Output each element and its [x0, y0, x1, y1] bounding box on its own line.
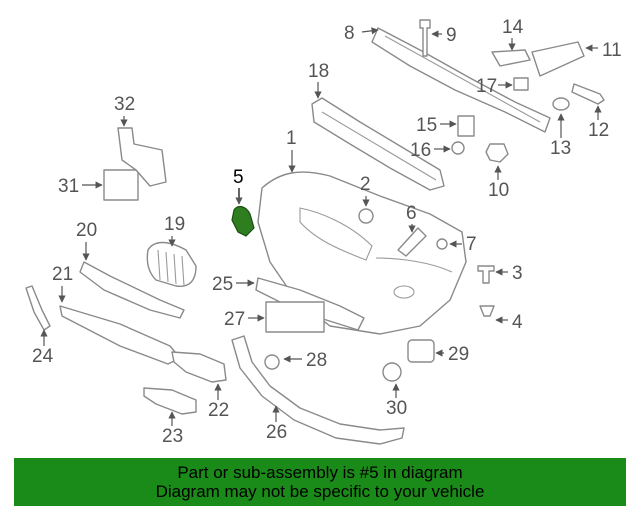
svg-text:2: 2	[360, 174, 371, 195]
part-15-drawing	[457, 115, 475, 137]
callout-7: 7	[449, 234, 477, 255]
callout-4: 4	[495, 312, 523, 333]
callout-17: 17	[476, 76, 513, 97]
part-28-drawing	[264, 354, 280, 370]
svg-text:28: 28	[306, 350, 327, 371]
part-20-drawing	[79, 261, 185, 319]
part-32-drawing	[117, 127, 167, 187]
callout-14: 14	[502, 17, 524, 51]
callout-28: 28	[283, 350, 327, 371]
callout-12: 12	[588, 105, 609, 141]
part-7-drawing	[436, 238, 448, 250]
callout-9: 9	[431, 25, 457, 46]
svg-text:15: 15	[416, 115, 437, 136]
callout-26: 26	[266, 405, 287, 443]
svg-text:5: 5	[233, 167, 244, 188]
callout-5: 5	[233, 167, 244, 205]
svg-text:8: 8	[344, 23, 355, 44]
callout-18: 18	[308, 61, 329, 99]
svg-text:13: 13	[550, 138, 571, 159]
callout-23: 23	[162, 411, 183, 447]
part-4-drawing	[479, 305, 495, 317]
svg-text:31: 31	[58, 176, 79, 197]
svg-text:22: 22	[208, 400, 229, 421]
callout-10: 10	[488, 165, 509, 201]
part-10-drawing	[485, 143, 509, 163]
callout-24: 24	[32, 329, 54, 367]
part-12-drawing	[571, 83, 605, 105]
part-6-drawing	[397, 227, 427, 257]
callout-19: 19	[164, 214, 185, 247]
callout-2: 2	[360, 174, 371, 207]
callout-15: 15	[416, 115, 457, 136]
part-2-drawing	[358, 208, 374, 224]
svg-text:26: 26	[266, 422, 287, 443]
callout-1: 1	[286, 128, 297, 173]
svg-text:1: 1	[286, 128, 297, 149]
callout-11: 11	[585, 40, 622, 61]
part-5-drawing	[231, 205, 255, 237]
svg-text:12: 12	[588, 120, 609, 141]
part-27-drawing	[265, 301, 325, 333]
svg-text:14: 14	[502, 17, 524, 38]
part-24-drawing	[25, 285, 51, 331]
svg-text:32: 32	[114, 94, 135, 115]
svg-text:3: 3	[512, 263, 523, 284]
callout-32: 32	[114, 94, 135, 127]
banner-line-1: Part or sub-assembly is #5 in diagram	[177, 463, 463, 482]
part-17-drawing	[513, 77, 529, 91]
callout-8: 8	[344, 23, 379, 44]
callout-6: 6	[406, 203, 417, 233]
part-18-drawing	[311, 97, 445, 191]
part-22-drawing	[171, 351, 227, 383]
svg-text:9: 9	[446, 25, 457, 46]
svg-text:10: 10	[488, 180, 509, 201]
part-14-drawing	[491, 49, 531, 67]
part-29-drawing	[407, 339, 435, 363]
svg-text:30: 30	[386, 398, 407, 419]
part-13-drawing	[552, 97, 570, 111]
callout-3: 3	[495, 263, 523, 284]
svg-text:16: 16	[410, 140, 431, 161]
callout-21: 21	[52, 264, 73, 303]
part-31-drawing	[103, 169, 139, 201]
part-30-drawing	[382, 362, 402, 382]
banner-line-2: Diagram may not be specific to your vehi…	[155, 482, 485, 501]
svg-text:6: 6	[406, 203, 417, 224]
part-16-drawing	[451, 141, 465, 155]
svg-text:4: 4	[512, 312, 523, 333]
svg-text:21: 21	[52, 264, 73, 285]
info-banner: Part or sub-assembly is #5 in diagram Di…	[14, 458, 626, 506]
part-9-drawing	[419, 19, 431, 57]
svg-text:29: 29	[448, 344, 469, 365]
svg-text:18: 18	[308, 61, 329, 82]
svg-text:7: 7	[466, 234, 477, 255]
callout-31: 31	[58, 176, 103, 197]
part-23-drawing	[143, 387, 197, 415]
parts-diagram: 1 2 3 4 5 6 7 8 9 10 11 12 13 14 15 16 1…	[25, 17, 622, 447]
svg-text:25: 25	[212, 274, 233, 295]
svg-text:11: 11	[602, 40, 622, 61]
svg-text:20: 20	[76, 220, 97, 241]
callout-20: 20	[76, 220, 97, 261]
callout-30: 30	[386, 383, 407, 419]
svg-text:23: 23	[162, 426, 183, 447]
svg-text:24: 24	[32, 346, 54, 367]
part-26-drawing	[231, 335, 405, 445]
callout-27: 27	[224, 309, 265, 330]
svg-text:17: 17	[476, 76, 497, 97]
callout-25: 25	[212, 274, 255, 295]
svg-text:27: 27	[224, 309, 245, 330]
part-21-drawing	[59, 305, 181, 365]
callout-22: 22	[208, 383, 229, 421]
part-11-drawing	[531, 41, 585, 77]
callout-13: 13	[550, 113, 571, 159]
part-19-drawing	[146, 241, 197, 287]
callout-29: 29	[435, 344, 469, 365]
svg-text:19: 19	[164, 214, 185, 235]
callout-16: 16	[410, 140, 451, 161]
part-3-drawing	[477, 265, 495, 284]
